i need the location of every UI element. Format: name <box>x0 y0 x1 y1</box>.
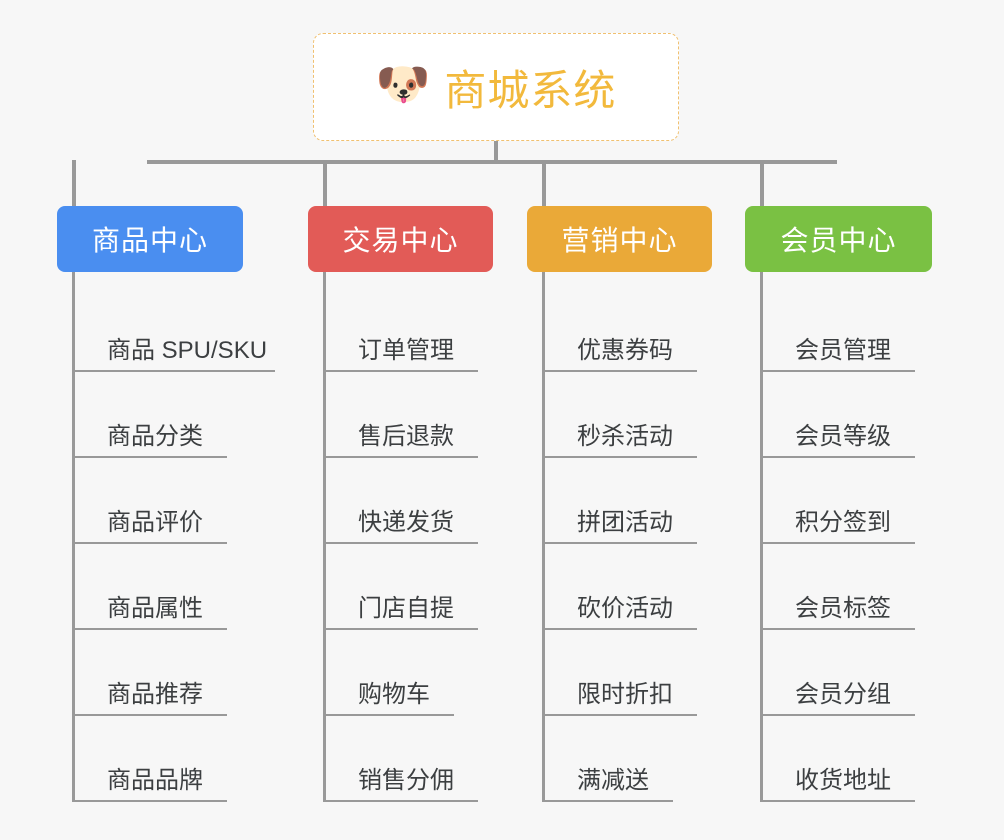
leaf-item[interactable]: 快递发货 <box>326 458 493 544</box>
connector-drop-trade-center <box>323 160 327 208</box>
leaf-item[interactable]: 商品 SPU/SKU <box>75 286 275 372</box>
leaf-item-underline <box>326 714 454 716</box>
leaf-item[interactable]: 会员等级 <box>763 372 932 458</box>
leaf-item-underline <box>545 542 697 544</box>
leaf-item[interactable]: 门店自提 <box>326 544 493 630</box>
leaf-item[interactable]: 会员管理 <box>763 286 932 372</box>
leaf-list-trade-center: 订单管理售后退款快递发货门店自提购物车销售分佣 <box>323 272 493 802</box>
leaf-item-underline <box>75 800 227 802</box>
leaf-item[interactable]: 拼团活动 <box>545 458 712 544</box>
leaf-item-label: 商品品牌 <box>107 767 203 794</box>
leaf-item-underline <box>326 800 478 802</box>
leaf-item-label: 门店自提 <box>358 595 454 622</box>
leaf-item[interactable]: 订单管理 <box>326 286 493 372</box>
leaf-item-label: 收货地址 <box>795 767 891 794</box>
leaf-item-label: 商品分类 <box>107 423 203 450</box>
leaf-list-product-center: 商品 SPU/SKU 商品分类商品评价商品属性商品推荐商品品牌 <box>72 272 275 802</box>
category-header-product-center[interactable]: 商品中心 <box>57 206 243 272</box>
connector-root-stem <box>494 141 498 163</box>
leaf-item-label: 拼团活动 <box>577 509 673 536</box>
leaf-item-underline <box>763 714 915 716</box>
shiba-dog-face-icon: 🐶 <box>375 60 431 109</box>
leaf-item[interactable]: 商品推荐 <box>75 630 267 716</box>
leaf-item-underline <box>326 456 478 458</box>
leaf-item-label: 限时折扣 <box>577 681 673 708</box>
column-product-center: 商品中心商品 SPU/SKU 商品分类商品评价商品属性商品推荐商品品牌 <box>57 206 275 802</box>
leaf-item[interactable]: 优惠券码 <box>545 286 712 372</box>
leaf-item-underline <box>545 628 697 630</box>
category-header-member-center[interactable]: 会员中心 <box>745 206 932 272</box>
leaf-item[interactable]: 收货地址 <box>763 716 932 802</box>
category-header-label: 营销中心 <box>561 225 678 256</box>
column-marketing-center: 营销中心优惠券码秒杀活动拼团活动砍价活动限时折扣满减送 <box>527 206 712 802</box>
leaf-item-underline <box>75 456 227 458</box>
connector-horizontal-bus <box>147 160 837 164</box>
leaf-item-underline <box>75 628 227 630</box>
leaf-item[interactable]: 限时折扣 <box>545 630 712 716</box>
leaf-item-label: 商品评价 <box>107 509 203 536</box>
leaf-item[interactable]: 商品评价 <box>75 458 267 544</box>
leaf-item[interactable]: 售后退款 <box>326 372 493 458</box>
leaf-item[interactable]: 商品属性 <box>75 544 267 630</box>
leaf-item[interactable]: 会员分组 <box>763 630 932 716</box>
leaf-item-underline <box>75 542 227 544</box>
leaf-item-underline <box>75 714 227 716</box>
leaf-item-label: 会员管理 <box>795 337 891 364</box>
leaf-item-label: 会员等级 <box>795 423 891 450</box>
leaf-item-underline <box>763 628 915 630</box>
leaf-item-underline <box>545 800 673 802</box>
leaf-item-underline <box>545 714 697 716</box>
leaf-item[interactable]: 砍价活动 <box>545 544 712 630</box>
category-header-label: 会员中心 <box>780 225 897 256</box>
leaf-item-underline <box>763 370 915 372</box>
leaf-item-label: 销售分佣 <box>358 767 454 794</box>
leaf-item-label: 积分签到 <box>795 509 891 536</box>
leaf-list-marketing-center: 优惠券码秒杀活动拼团活动砍价活动限时折扣满减送 <box>542 272 712 802</box>
leaf-item-label: 满减送 <box>577 767 649 794</box>
leaf-item-underline <box>763 542 915 544</box>
leaf-item[interactable]: 积分签到 <box>763 458 932 544</box>
leaf-item-underline <box>763 800 915 802</box>
connector-drop-member-center <box>760 160 764 208</box>
leaf-item[interactable]: 秒杀活动 <box>545 372 712 458</box>
column-trade-center: 交易中心订单管理售后退款快递发货门店自提购物车销售分佣 <box>308 206 493 802</box>
leaf-item-underline <box>326 628 478 630</box>
root-node-title: 商城系统 <box>444 66 617 114</box>
leaf-item-label: 砍价活动 <box>577 595 673 622</box>
leaf-item[interactable]: 销售分佣 <box>326 716 493 802</box>
connector-drop-marketing-center <box>542 160 546 208</box>
category-header-trade-center[interactable]: 交易中心 <box>308 206 493 272</box>
category-header-label: 交易中心 <box>342 225 459 256</box>
leaf-item-label: 会员标签 <box>795 595 891 622</box>
leaf-item-label: 订单管理 <box>358 337 454 364</box>
leaf-item[interactable]: 商品分类 <box>75 372 267 458</box>
leaf-item-label: 秒杀活动 <box>577 423 673 450</box>
category-header-label: 商品中心 <box>91 225 208 256</box>
leaf-item-underline <box>545 370 697 372</box>
leaf-item[interactable]: 商品品牌 <box>75 716 267 802</box>
leaf-item-label: 优惠券码 <box>577 337 673 364</box>
leaf-item-underline <box>545 456 697 458</box>
leaf-item-underline <box>326 542 478 544</box>
leaf-item-label: 购物车 <box>358 681 430 708</box>
leaf-item-label: 商品属性 <box>107 595 203 622</box>
leaf-item-underline <box>763 456 915 458</box>
leaf-item[interactable]: 满减送 <box>545 716 712 802</box>
leaf-item-label: 售后退款 <box>358 423 454 450</box>
leaf-item-underline <box>326 370 478 372</box>
column-member-center: 会员中心会员管理会员等级积分签到会员标签会员分组收货地址 <box>745 206 932 802</box>
leaf-item-label: 商品推荐 <box>107 681 203 708</box>
category-header-marketing-center[interactable]: 营销中心 <box>527 206 712 272</box>
leaf-item[interactable]: 会员标签 <box>763 544 932 630</box>
connector-drop-product-center <box>72 160 76 208</box>
leaf-item[interactable]: 购物车 <box>326 630 493 716</box>
leaf-list-member-center: 会员管理会员等级积分签到会员标签会员分组收货地址 <box>760 272 932 802</box>
leaf-item-label: 会员分组 <box>795 681 891 708</box>
leaf-item-label: 商品 SPU/SKU <box>107 337 268 364</box>
leaf-item-label: 快递发货 <box>358 509 454 536</box>
root-node-mall-system[interactable]: 🐶 商城系统 <box>313 33 679 141</box>
leaf-item-underline <box>75 370 275 372</box>
